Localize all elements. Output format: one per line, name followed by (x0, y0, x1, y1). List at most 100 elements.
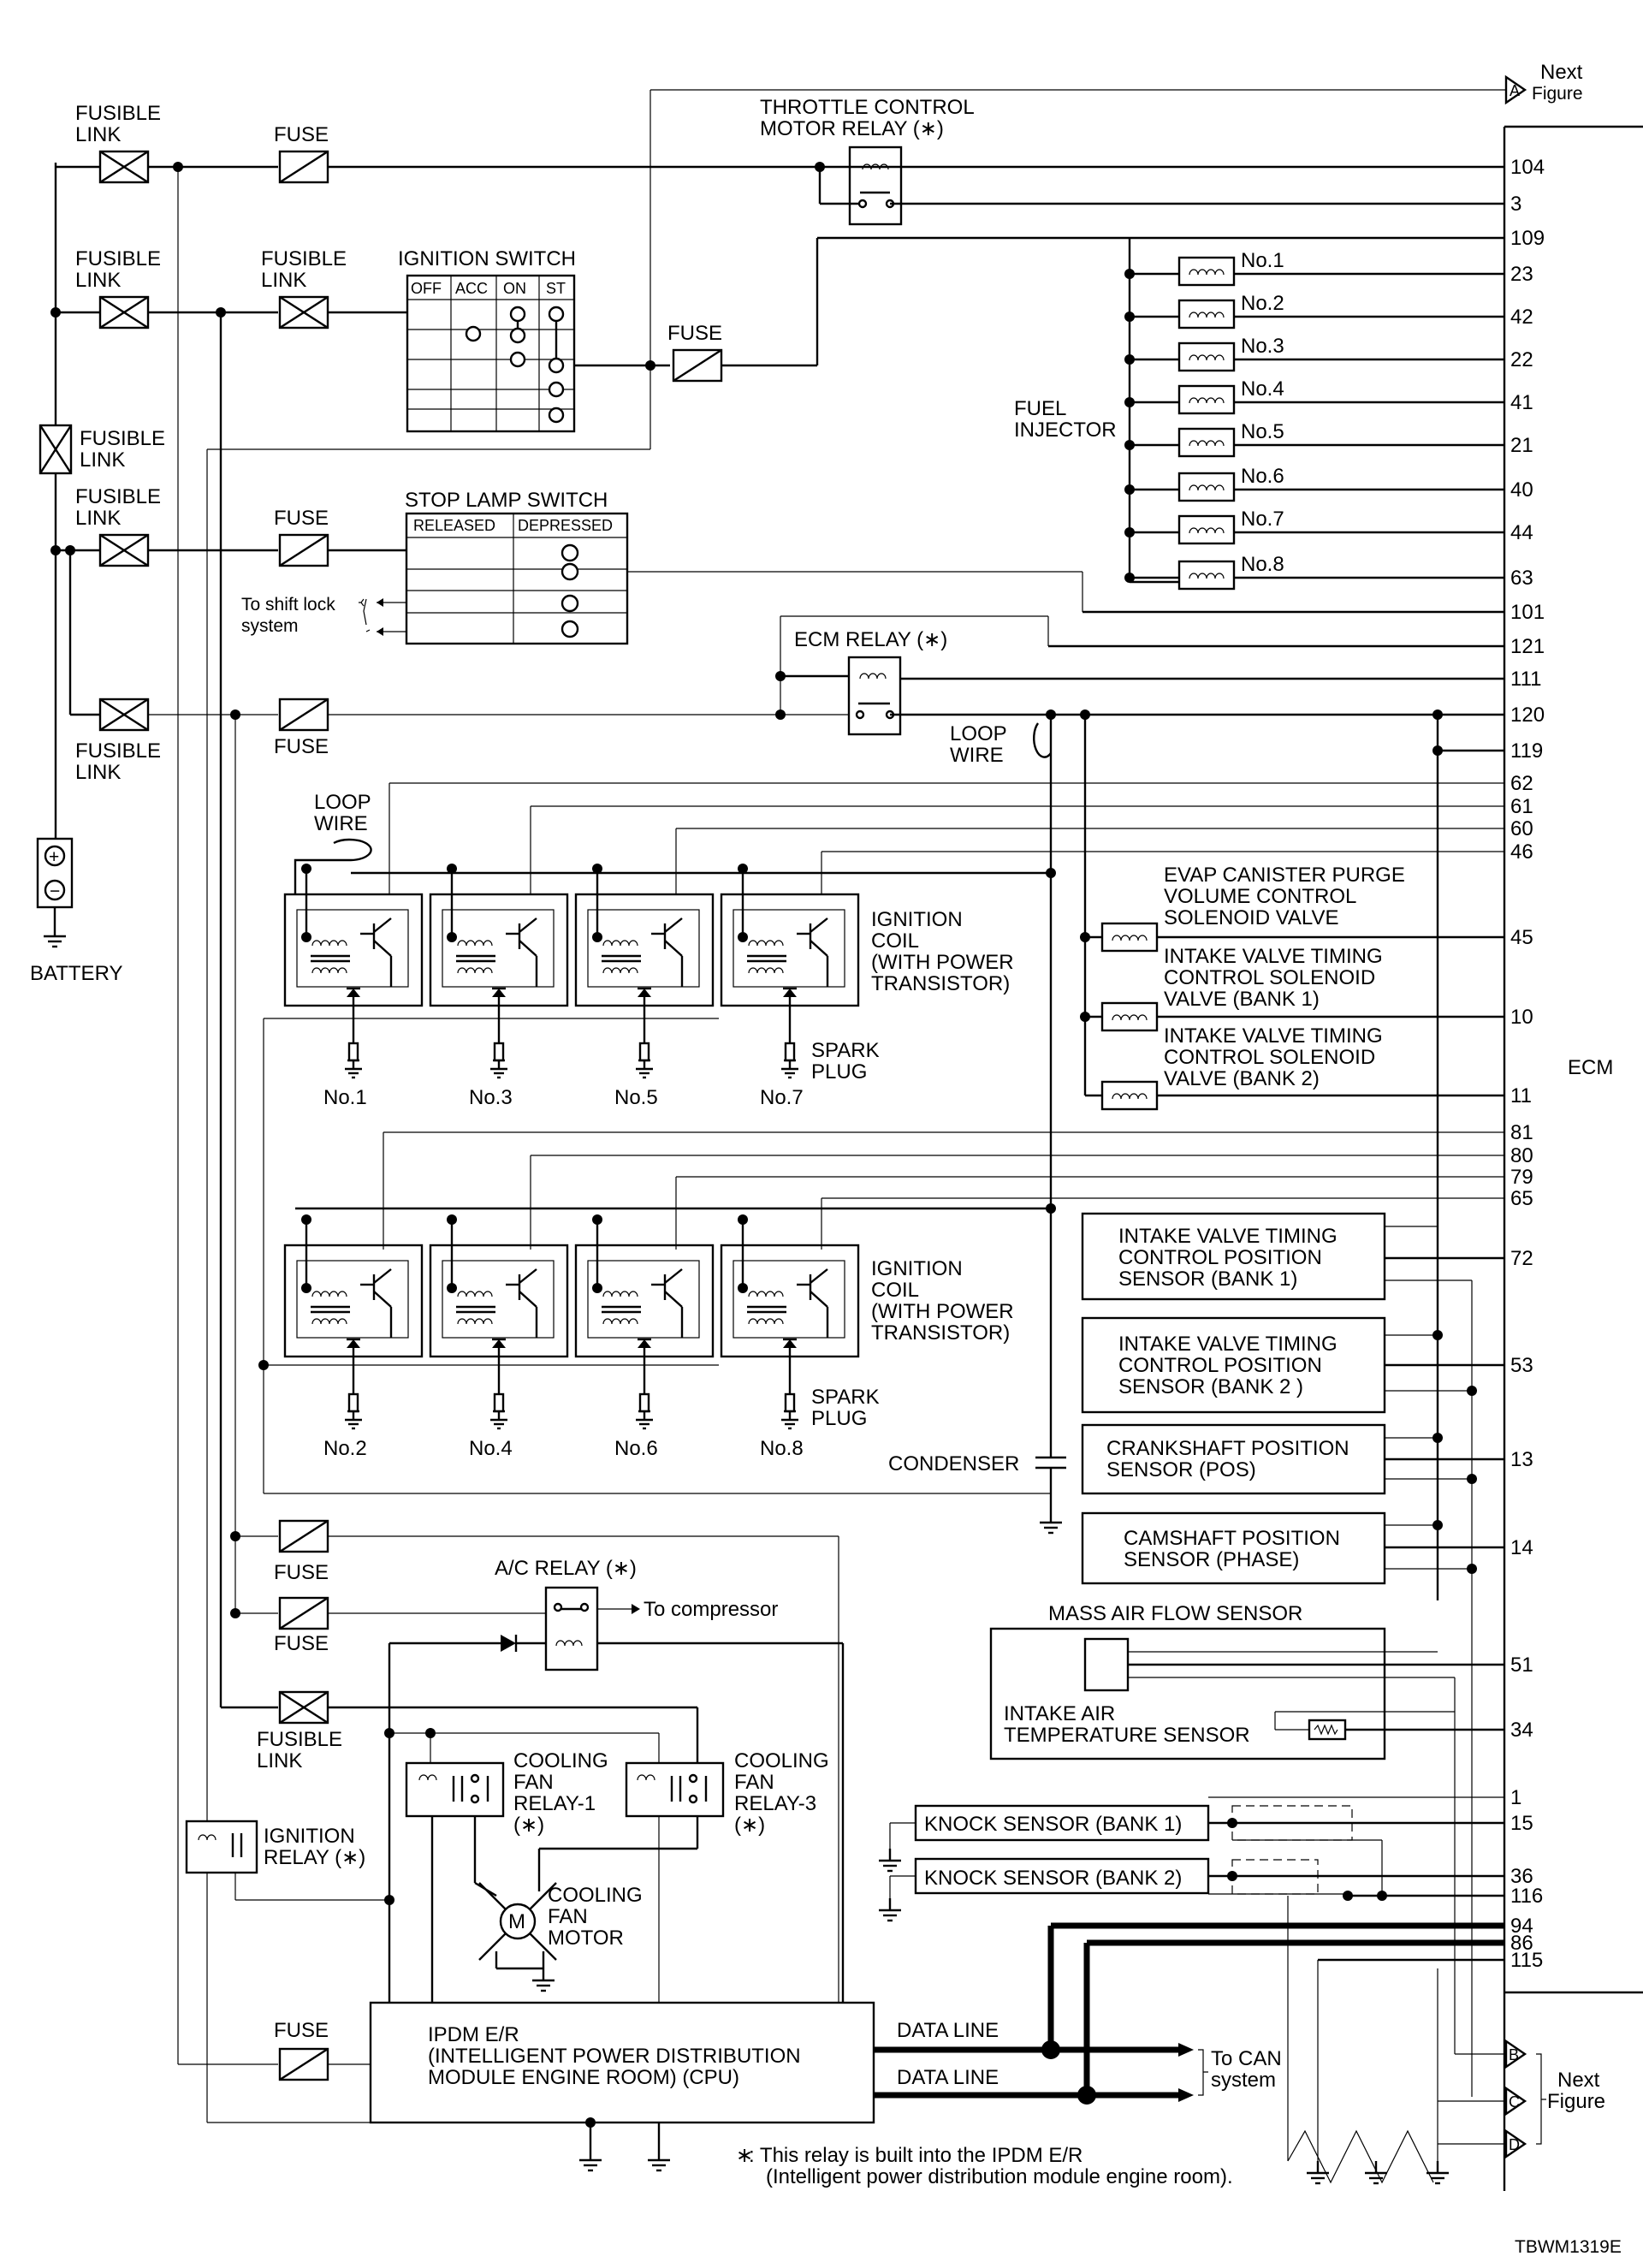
injector-label: No.8 (1241, 553, 1284, 576)
ecm-pin-14: 14 (1510, 1536, 1533, 1559)
svg-text:LINK: LINK (75, 269, 121, 292)
battery-label: BATTERY (30, 962, 122, 985)
spark-plug-label: No.2 (323, 1437, 367, 1460)
svg-text:Figure: Figure (1532, 84, 1583, 104)
spark-plug-icon (634, 1380, 655, 1430)
svg-text:SPARK: SPARK (811, 1386, 880, 1409)
spark-plug-label: No.4 (469, 1437, 513, 1460)
ecm-label: ECM (1568, 1056, 1613, 1079)
svg-text:FUSIBLE: FUSIBLE (75, 102, 161, 125)
svg-text:M: M (508, 1910, 525, 1933)
ecm-pin-41: 41 (1510, 391, 1533, 414)
svg-text:INTAKE AIR: INTAKE AIR (1004, 1702, 1115, 1725)
ecm-pin-81: 81 (1510, 1121, 1533, 1144)
crankshaft-position-sensor (1081, 1423, 1386, 1495)
svg-text:TRANSISTOR): TRANSISTOR) (871, 972, 1010, 995)
svg-text:INTAKE VALVE TIMING: INTAKE VALVE TIMING (1164, 945, 1383, 968)
svg-text:COOLING: COOLING (513, 1749, 608, 1772)
svg-text:(WITH POWER: (WITH POWER (871, 951, 1014, 974)
svg-text:EVAP CANISTER PURGE: EVAP CANISTER PURGE (1164, 864, 1405, 887)
svg-text:(WITH POWER: (WITH POWER (871, 1300, 1014, 1323)
svg-text:IGNITION: IGNITION (871, 908, 963, 931)
spark-plug-icon (489, 1030, 509, 1079)
fusible-link-1 (98, 150, 150, 184)
ecm-pin-116: 116 (1510, 1885, 1543, 1908)
ecm-pin-121: 121 (1510, 635, 1545, 658)
injector-label: No.4 (1241, 377, 1284, 401)
svg-text:INTAKE VALVE TIMING: INTAKE VALVE TIMING (1118, 1225, 1338, 1248)
ignition-switch-label: IGNITION SWITCH (398, 247, 576, 270)
svg-text:COOLING: COOLING (548, 1884, 643, 1907)
ecm-relay (847, 656, 902, 736)
svg-text:+: + (49, 847, 59, 867)
svg-text:TRANSISTOR): TRANSISTOR) (871, 1321, 1010, 1345)
svg-text:CONTROL SOLENOID: CONTROL SOLENOID (1164, 1046, 1375, 1069)
fuel-injector-3 (1177, 341, 1236, 372)
svg-text:SENSOR (BANK 2 ): SENSOR (BANK 2 ) (1118, 1375, 1303, 1398)
spark-plug-label: No.6 (614, 1437, 658, 1460)
svg-text:VALVE (BANK 1): VALVE (BANK 1) (1164, 988, 1320, 1011)
svg-text:DATA LINE: DATA LINE (897, 2066, 999, 2089)
svg-text:LINK: LINK (80, 448, 125, 472)
svg-text:CAMSHAFT POSITION: CAMSHAFT POSITION (1124, 1527, 1340, 1550)
connector-c (1504, 2086, 1527, 2117)
fusible-link-4 (39, 424, 73, 475)
ecm-pin-11: 11 (1510, 1084, 1532, 1107)
ivt-solenoid-bank1 (1100, 1001, 1159, 1032)
svg-text:FUSE: FUSE (274, 735, 329, 758)
fuel-injectors: No.1No.2No.3No.4No.5No.6No.7No.8 (1124, 249, 1504, 591)
cooling-fan-relay-3 (625, 1761, 725, 1818)
svg-text:MOTOR RELAY (∗): MOTOR RELAY (∗) (760, 117, 944, 140)
svg-text:D: D (1509, 2136, 1520, 2153)
connector-b (1504, 2039, 1527, 2069)
ecm-pin-61: 61 (1510, 795, 1533, 818)
ecm-pin-44: 44 (1510, 521, 1533, 544)
spark-plug-label: No.1 (323, 1086, 367, 1109)
spark-plug-icon (343, 1380, 364, 1430)
svg-text:A: A (1510, 82, 1520, 99)
spark-plug-label: No.5 (614, 1086, 658, 1109)
svg-text:THROTTLE CONTROL: THROTTLE CONTROL (760, 96, 975, 119)
ecm-pin-10: 10 (1510, 1006, 1533, 1029)
spark-plug-icon (780, 1380, 800, 1430)
ecm-pin-63: 63 (1510, 567, 1533, 590)
svg-text:LOOP: LOOP (950, 722, 1007, 745)
svg-text:INTAKE VALVE TIMING: INTAKE VALVE TIMING (1118, 1333, 1338, 1356)
svg-text:B: B (1509, 2046, 1519, 2063)
svg-text:: This relay is built into the: : This relay is built into the IPDM E/R (749, 2144, 1082, 2167)
ignition-switch (406, 274, 576, 433)
stop-lamp-label: STOP LAMP SWITCH (405, 489, 608, 512)
injector-label: No.3 (1241, 335, 1284, 358)
svg-text:−: − (50, 882, 60, 901)
ecm-pin-79: 79 (1510, 1166, 1533, 1189)
fuel-injector-7 (1177, 514, 1236, 545)
ecm-pin-45: 45 (1510, 926, 1533, 949)
svg-text:TEMPERATURE SENSOR: TEMPERATURE SENSOR (1004, 1724, 1250, 1747)
ignition-relay (185, 1820, 258, 1874)
svg-text:SENSOR (POS): SENSOR (POS) (1106, 1458, 1256, 1481)
svg-text:FUEL: FUEL (1014, 397, 1066, 420)
stop-lamp-switch (405, 512, 629, 645)
svg-text:CONTROL SOLENOID: CONTROL SOLENOID (1164, 966, 1375, 989)
ecm-pin-62: 62 (1510, 772, 1533, 795)
svg-text:SPARK: SPARK (811, 1039, 880, 1062)
svg-text:MODULE ENGINE ROOM) (CPU): MODULE ENGINE ROOM) (CPU) (428, 2066, 739, 2089)
spark-plug-icon (780, 1030, 800, 1079)
svg-text:FUSIBLE: FUSIBLE (261, 247, 347, 270)
ecm-pin-1: 1 (1510, 1786, 1521, 1809)
svg-text:(Intelligent power distributio: (Intelligent power distribution module e… (766, 2165, 1233, 2188)
evap-solenoid (1100, 922, 1159, 953)
svg-text:ON: ON (503, 280, 526, 297)
ecm-pin-42: 42 (1510, 306, 1533, 329)
svg-text:RELEASED: RELEASED (413, 517, 495, 534)
svg-text:system: system (241, 616, 299, 636)
fuse-6 (278, 2047, 329, 2081)
svg-text:LINK: LINK (257, 1749, 302, 1772)
svg-text:(∗): (∗) (513, 1814, 544, 1837)
ecm-pin-40: 40 (1510, 478, 1533, 502)
svg-text:VALVE (BANK 2): VALVE (BANK 2) (1164, 1067, 1320, 1090)
svg-text:INJECTOR: INJECTOR (1014, 419, 1117, 442)
loop-wire-right (1033, 715, 1053, 758)
ivt-position-sensor-bank2 (1081, 1316, 1386, 1414)
